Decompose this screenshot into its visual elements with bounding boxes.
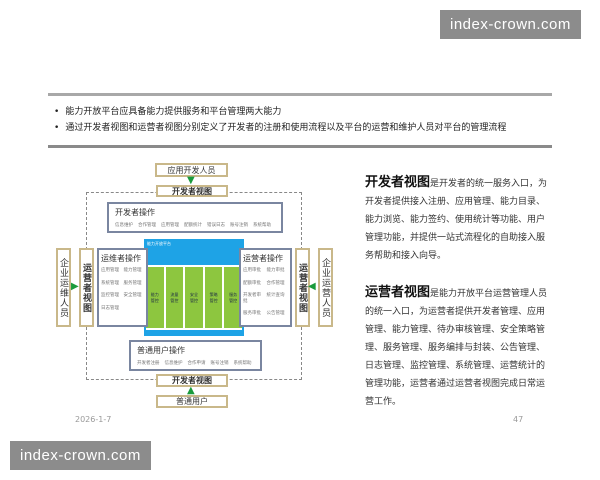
platform-column: 策略管控: [204, 267, 223, 328]
platform-box: 能力开放平台 能力管控流量管控安全管控策略管控服务管控: [144, 239, 244, 336]
developer-view-bottom: 开发者视图: [156, 374, 228, 387]
developer-view-desc: 开发者视图是开发者的统一服务入口，为开发者提供接入注册、应用管理、能力目录、能力…: [365, 174, 550, 265]
oper-ops-box: 运营者操作 应用审批能力审批配额审批合作管理开发者审批统计查询服务审批公告管理: [239, 248, 292, 327]
developer-view-heading: 开发者视图: [365, 175, 431, 190]
op-item: 账号注销: [230, 223, 248, 228]
op-item: 错误日志: [207, 223, 225, 228]
op-item: 监控管理: [101, 293, 119, 298]
op-item: 服务审批: [243, 311, 261, 316]
arrow-left-icon: ◀: [308, 281, 316, 292]
operator-view-left: 运营者视图: [79, 248, 94, 327]
platform-column: 服务管控: [224, 267, 242, 328]
developer-view-top: 开发者视图: [156, 185, 228, 197]
op-item: 系统帮助: [233, 361, 252, 366]
arrow-up-icon: ▲: [187, 385, 195, 396]
op-item: 能力管理: [123, 268, 142, 273]
platform-column: 流量管控: [165, 267, 184, 328]
ops-staff-box: 企业运维人员: [56, 248, 71, 327]
op-item: 账号注销: [210, 361, 229, 366]
op-item: 安全管理: [123, 293, 142, 298]
op-item: 应用管理: [161, 223, 179, 228]
op-item: 公告管理: [266, 311, 285, 316]
op-item: 系统管理: [101, 280, 119, 286]
developer-ops-box: 开发者操作 信息维护合作管理应用管理配额统计错误日志账号注销系统帮助: [107, 202, 283, 233]
app-developer-box: 应用开发人员: [155, 163, 228, 177]
op-item: 开发者审批: [243, 293, 261, 304]
watermark-top: index-crown.com: [440, 10, 581, 39]
bullet-2: 通过开发者视图和运营者视图分别定义了开发者的注册和使用流程以及平台的运营和维护人…: [54, 120, 552, 136]
operator-view-right: 运营者视图: [295, 248, 310, 327]
op-item: 合作申请: [187, 361, 206, 366]
op-item: 信息维护: [164, 361, 183, 366]
platform-title: 能力开放平台: [147, 241, 171, 246]
oper-ops-title: 运营者操作: [243, 254, 283, 263]
maint-ops-title: 运维者操作: [101, 254, 141, 263]
watermark-bottom: index-crown.com: [10, 441, 151, 470]
op-item: 统计查询: [266, 293, 285, 298]
op-item: 配额审批: [243, 280, 261, 286]
op-item: 服务管理: [123, 280, 142, 286]
platform-column: 能力管控: [146, 267, 164, 328]
op-item: 开发者注册: [137, 361, 160, 366]
page-number: 47: [513, 415, 524, 424]
operator-view-text: 是能力开放平台运营管理人员的统一入口，为运营者提供开发者管理、应用管理、能力管理…: [365, 289, 548, 407]
operator-view-desc: 运营者视图是能力开放平台运营管理人员的统一入口，为运营者提供开发者管理、应用管理…: [365, 284, 550, 411]
maint-ops-box: 运维者操作 应用管理能力管理系统管理服务管理监控管理安全管理日志管理: [97, 248, 148, 327]
bullet-1: 能力开放平台应具备能力提供服务和平台管理两大能力: [54, 104, 552, 120]
developer-ops-title: 开发者操作: [115, 208, 155, 217]
op-item: 日志管理: [101, 305, 119, 311]
op-item: 合作管理: [138, 223, 156, 228]
user-ops-box: 普通用户操作 开发者注册信息维护合作申请账号注销系统帮助: [129, 340, 262, 371]
op-item: 应用管理: [101, 268, 119, 273]
op-item: 系统帮助: [253, 223, 271, 228]
op-item: 信息维护: [115, 223, 133, 228]
arrow-down-icon: ▼: [187, 175, 195, 186]
operator-view-heading: 运营者视图: [365, 285, 431, 300]
op-item: 应用审批: [243, 268, 261, 273]
normal-user-box: 普通用户: [156, 395, 228, 408]
operations-staff-box: 企业运营人员: [318, 248, 333, 327]
op-item: 合作管理: [266, 280, 285, 286]
arrow-right-icon: ▶: [71, 281, 79, 292]
user-ops-title: 普通用户操作: [137, 346, 185, 355]
footer-date: 2026-1-7: [75, 415, 112, 424]
op-item: 能力审批: [266, 268, 285, 273]
developer-view-text: 是开发者的统一服务入口，为开发者提供接入注册、应用管理、能力目录、能力浏览、能力…: [365, 179, 548, 261]
platform-column: 安全管控: [185, 267, 203, 328]
bullet-box: 能力开放平台应具备能力提供服务和平台管理两大能力 通过开发者视图和运营者视图分别…: [48, 93, 552, 148]
op-item: 配额统计: [184, 223, 202, 228]
